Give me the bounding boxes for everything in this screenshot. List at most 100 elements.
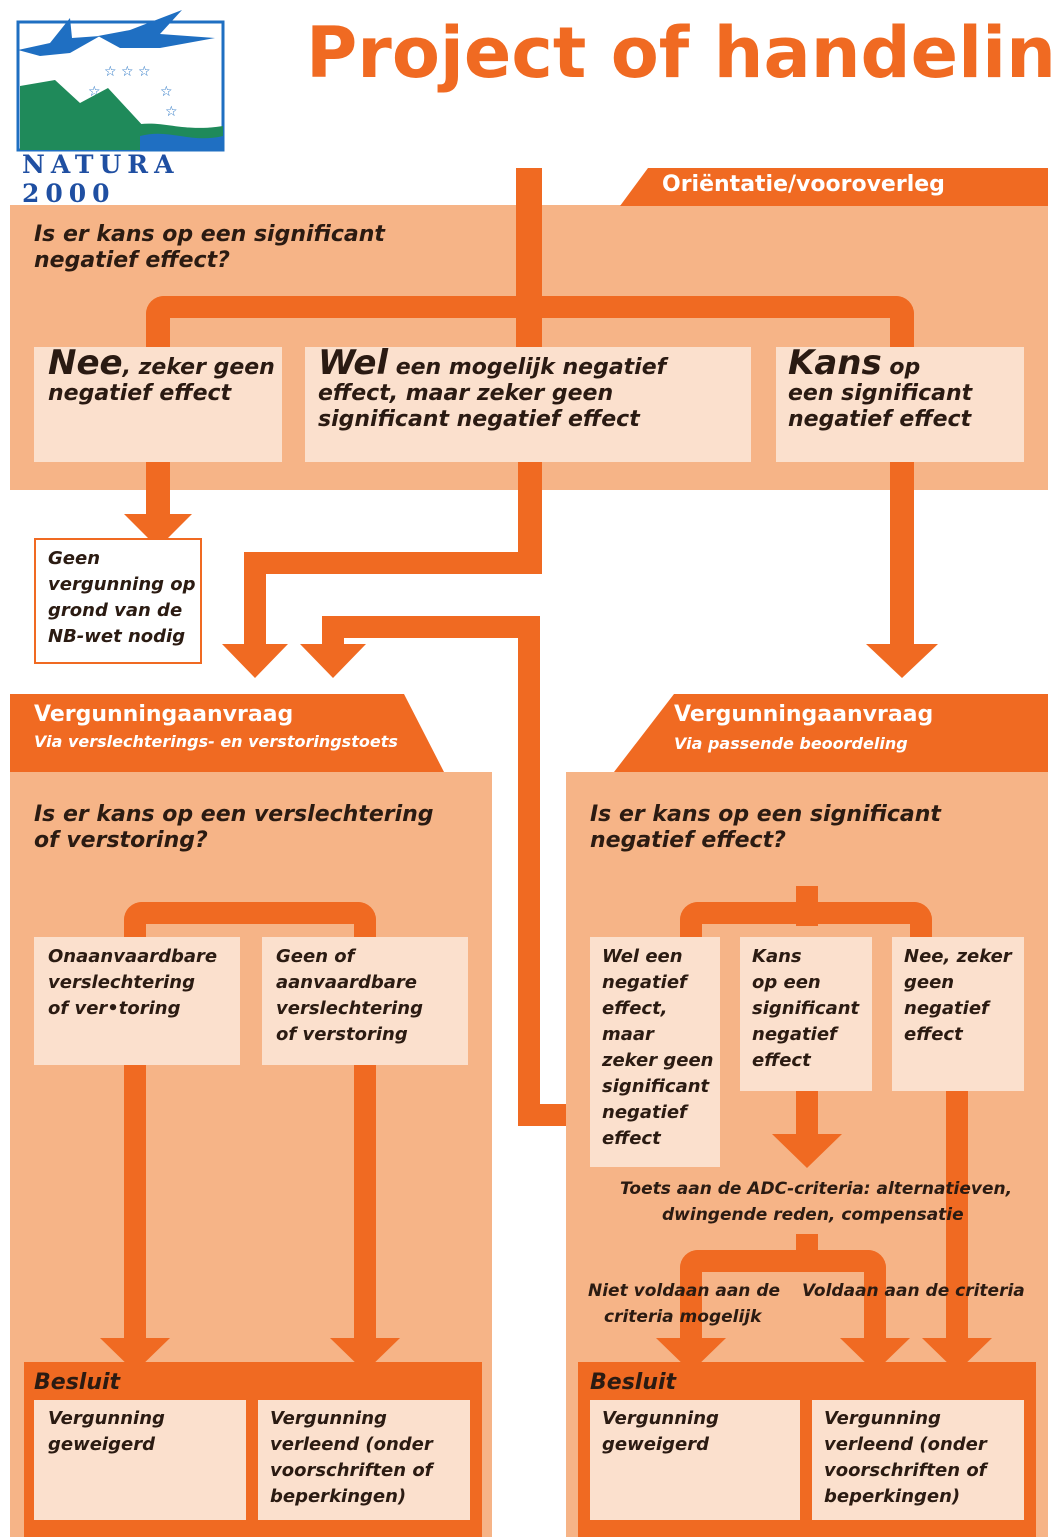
right-option3-box (892, 937, 1024, 1091)
option-kans-text: Kans op een significant negatief effect (788, 346, 1024, 433)
flow-line (124, 902, 376, 924)
left-option2-line3: verslechtering (276, 998, 423, 1019)
left-header-title: Vergunningaanvraag (34, 702, 294, 727)
left-decision2-line3: voorschriften of (270, 1460, 433, 1481)
left-decision1-box (34, 1400, 246, 1520)
right-decision2-line4: beperkingen) (824, 1486, 961, 1507)
arrow-head-icon (300, 644, 366, 678)
right-header-title: Vergunningaanvraag (674, 702, 934, 727)
orientation-header-tab (620, 168, 1048, 206)
left-decision1-line2: geweigerd (48, 1434, 155, 1455)
flow-line (910, 902, 932, 938)
flow-line (354, 1065, 376, 1341)
left-option1-line3: of ver•toring (48, 998, 181, 1019)
right-option1-line3: effect, (602, 998, 668, 1019)
flow-line (516, 168, 542, 348)
flow-line (890, 296, 914, 348)
left-header-subtitle: Via verslechterings- en verstoringstoets (34, 732, 398, 751)
no-permit-line4: NB-wet nodig (48, 626, 186, 647)
option-nee-rest: , zeker geen (122, 355, 275, 380)
right-question-line2: negatief effect? (590, 828, 786, 853)
top-question-line1: Is er kans op een significant (34, 222, 385, 247)
right-option2-line1: Kans (752, 946, 802, 967)
flow-line (680, 902, 932, 924)
right-option1-line4: maar (602, 1024, 654, 1045)
right-option1-line8: effect (602, 1128, 661, 1149)
option-nee-box (34, 347, 282, 462)
svg-text:☆: ☆ (165, 104, 178, 120)
flow-line (864, 1250, 886, 1340)
option-wel-keyword: Wel (318, 343, 389, 383)
arrow-head-icon (772, 1134, 842, 1168)
left-besluit-label: Besluit (34, 1370, 121, 1395)
logo-graphic-icon: ☆ ☆ ☆ ☆ ☆ ☆ ☆ (16, 10, 225, 152)
flow-line (146, 462, 170, 516)
option-kans-rest3: negatief effect (788, 407, 972, 432)
left-decision2-box (258, 1400, 470, 1520)
left-question-line2: of verstoring? (34, 828, 208, 853)
flow-line (796, 1091, 818, 1137)
option-nee-rest2: negatief effect (48, 381, 232, 406)
arrow-head-icon (124, 514, 192, 548)
no-permit-line1: Geen (48, 548, 101, 569)
left-option2-line1: Geen of (276, 946, 355, 967)
flow-line (322, 616, 344, 646)
left-option2-line4: of verstoring (276, 1024, 408, 1045)
top-question-line2: negatief effect? (34, 248, 230, 273)
flow-line (146, 296, 170, 348)
right-option3-line2: geen (904, 972, 955, 993)
svg-text:☆: ☆ (160, 84, 173, 100)
left-option1-line2: verslechtering (48, 972, 195, 993)
no-permit-box (34, 538, 202, 664)
option-kans-keyword: Kans (788, 343, 882, 383)
natura-2000-logo: ☆ ☆ ☆ ☆ ☆ ☆ ☆ NATURA 2000 (10, 8, 225, 208)
left-decision1-line1: Vergunning (48, 1408, 165, 1429)
left-option1-line1: Onaanvaardbare (48, 946, 218, 967)
adc-line1: Toets aan de ADC-criteria: alternatieven… (620, 1179, 1013, 1199)
arrow-head-icon (866, 644, 938, 678)
left-decision2-line1: Vergunning (270, 1408, 387, 1429)
flow-line (322, 616, 540, 638)
arrow-head-icon (100, 1338, 170, 1372)
right-option1-line5: zeker geen (602, 1050, 714, 1071)
flow-line (124, 1065, 146, 1341)
option-nee-keyword: Nee (48, 343, 123, 383)
right-option3-line3: negatief (904, 998, 989, 1019)
right-decision2-box (812, 1400, 1024, 1520)
no-permit-line2: vergunning op (48, 574, 196, 595)
right-option2-line4: negatief (752, 1024, 837, 1045)
not-met-line2: criteria mogelijk (604, 1307, 762, 1327)
right-option3-line4: effect (904, 1024, 963, 1045)
right-option1-line6: significant (602, 1076, 710, 1097)
right-option2-line2: op een (752, 972, 821, 993)
arrow-head-icon (840, 1338, 910, 1372)
flow-line (146, 296, 914, 318)
page-title: Project of handeling (306, 12, 1058, 94)
right-decision2-line1: Vergunning (824, 1408, 941, 1429)
right-option1-line7: negatief (602, 1102, 687, 1123)
flow-line (890, 462, 914, 648)
arrow-head-icon (222, 644, 288, 678)
flow-line (124, 902, 146, 938)
not-met-line1: Niet voldaan aan de (588, 1281, 781, 1301)
arrow-head-icon (922, 1338, 992, 1372)
svg-text:☆ ☆ ☆: ☆ ☆ ☆ (104, 64, 151, 80)
right-question-line1: Is er kans op een significant (590, 802, 941, 827)
left-option1-box (34, 937, 240, 1065)
right-option3-line1: Nee, zeker (904, 946, 1012, 967)
option-wel-text: Wel een mogelijk negatief effect, maar z… (318, 346, 748, 433)
left-question-line1: Is er kans op een verslechtering (34, 802, 434, 827)
right-header-tab (614, 694, 1048, 772)
right-decision1-box (590, 1400, 800, 1520)
right-header-subtitle: Via passende beoordeling (674, 734, 908, 753)
flow-line (244, 552, 266, 646)
option-wel-rest: een mogelijk negatief (388, 355, 667, 380)
adc-line2: dwingende reden, compensatie (662, 1205, 964, 1225)
arrow-head-icon (656, 1338, 726, 1372)
left-option2-box (262, 937, 468, 1065)
right-decision1-line2: geweigerd (602, 1434, 709, 1455)
option-kans-box (776, 347, 1024, 462)
right-besluit-label: Besluit (590, 1370, 677, 1395)
left-header-tab (10, 694, 444, 772)
option-kans-rest2: een significant (788, 381, 973, 406)
